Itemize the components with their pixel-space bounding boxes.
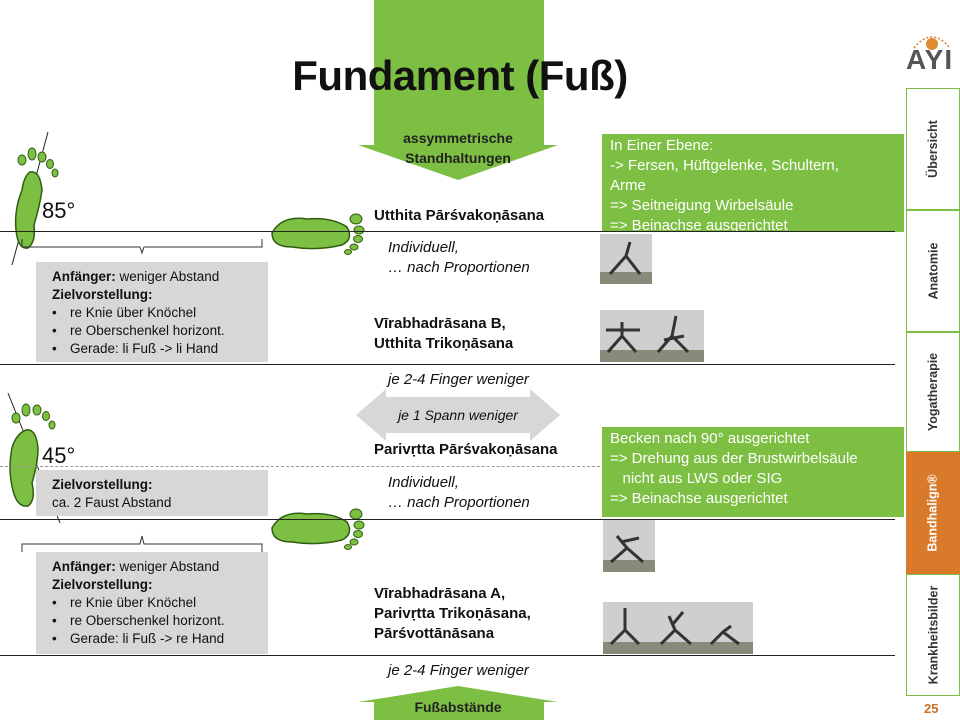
green-box1-line4: => Seitneigung Wirbelsäule (610, 197, 794, 214)
foot-right-icon-1 (271, 213, 365, 255)
section2-gray-box: Anfänger: weniger Abstand Zielvorstellun… (36, 552, 268, 654)
section2-individual-line1: Individuell, (388, 474, 459, 491)
bracket-1 (21, 239, 263, 255)
spann-note: je 1 Spann weniger (398, 407, 518, 423)
section1-anfaenger: Anfänger: weniger Abstand (52, 268, 258, 286)
section1-finger-note: je 2-4 Finger weniger (388, 371, 529, 388)
green-box1-line2: -> Fersen, Hüftgelenke, Schultern, (610, 157, 839, 174)
pose-virabhadrasana-a: Vīrabhadrāsana A, Parivṛtta Trikoṇāsana,… (374, 584, 531, 644)
tab-anatomie-label: Anatomie (926, 242, 941, 300)
green-box1-line3: Arme (610, 177, 646, 194)
section1-anfaenger-text: weniger Abstand (115, 269, 220, 284)
pose-b2-line1: Vīrabhadrāsana A, (374, 585, 506, 602)
section1-individual: Individuell, … nach Proportionen (388, 238, 530, 278)
tab-yogatherapie-label: Yogatherapie (926, 352, 941, 432)
section2-anfaenger-label: Anfänger: (52, 559, 116, 574)
logo-text: AYI (906, 44, 954, 75)
pose-utthita-parsvakonasana: Utthita Pārśvakoṇāsana (374, 207, 545, 224)
green-box2-line3: nicht aus LWS oder SIG (610, 470, 783, 487)
tab-bandhalign-label: Bandhalign® (926, 474, 941, 552)
foot-85-icon (11, 131, 59, 266)
pose-b1-line1: Vīrabhadrāsana B, (374, 315, 506, 332)
divider-line (0, 655, 895, 656)
list-item: re Knie über Knöchel (52, 304, 258, 322)
logo: AYI (900, 26, 960, 76)
list-item: re Oberschenkel horizont. (52, 322, 258, 340)
section2-ziel-box: Zielvorstellung: ca. 2 Faust Abstand (36, 470, 268, 516)
pose-photo-3 (603, 520, 655, 572)
section2-green-box: Becken nach 90° ausgerichtet => Drehung … (602, 427, 904, 517)
pose-parivrtta-parsvakonasana: Parivṛtta Pārśvakoṇāsana (374, 441, 558, 458)
section2-ziel-label2: Zielvorstellung: (52, 577, 153, 592)
section2-anfaenger-text: weniger Abstand (115, 559, 220, 574)
divider-line (0, 364, 895, 365)
section1-individual-line2: … nach Proportionen (388, 259, 530, 276)
tab-anatomie[interactable]: Anatomie (906, 210, 960, 332)
tab-bandhalign[interactable]: Bandhalign® (906, 452, 960, 574)
green-box2-line1: Becken nach 90° ausgerichtet (610, 430, 810, 447)
page-title: Fundament (Fuß) (292, 52, 628, 99)
logo-sun-icon (913, 36, 951, 50)
pose-b2-line2: Parivṛtta Trikoṇāsana, (374, 605, 531, 622)
tab-uebersicht-label: Übersicht (926, 120, 940, 178)
pose-photo-1 (600, 234, 652, 284)
pose-photo-2 (600, 310, 704, 362)
section1-ziel-label: Zielvorstellung: (52, 287, 153, 302)
section1-anfaenger-label: Anfänger: (52, 269, 116, 284)
angle-45-label: 45° (42, 443, 76, 468)
foot-45-icon (7, 392, 61, 524)
foot-right-icon-2 (271, 508, 365, 550)
pose-b2-line3: Pārśvottānāsana (374, 625, 495, 642)
section2-individual-line2: … nach Proportionen (388, 494, 530, 511)
section2-anfaenger: Anfänger: weniger Abstand (52, 558, 258, 576)
section1-bullet-list: re Knie über Knöchel re Oberschenkel hor… (52, 304, 258, 358)
section2-ziel-text: ca. 2 Faust Abstand (52, 495, 172, 510)
top-arrow-line1: assymmetrische (403, 130, 513, 146)
section1-individual-line1: Individuell, (388, 239, 459, 256)
tab-krankheitsbilder-label: Krankheitsbilder (926, 585, 941, 685)
page-number: 25 (924, 701, 939, 716)
pose-virabhadrasana-b: Vīrabhadrāsana B, Utthita Trikoṇāsana (374, 314, 513, 354)
tab-krankheitsbilder[interactable]: Krankheitsbilder (906, 574, 960, 696)
pose-photo-4 (603, 602, 753, 654)
top-arrow-label: assymmetrische Standhaltungen (372, 128, 544, 168)
angle-85-label: 85° (42, 198, 76, 223)
green-box2-line4: => Beinachse ausgerichtet (610, 490, 788, 507)
section1-green-box: In Einer Ebene: -> Fersen, Hüftgelenke, … (602, 134, 904, 234)
section1-gray-box: Anfänger: weniger Abstand Zielvorstellun… (36, 262, 268, 362)
list-item: re Oberschenkel horizont. (52, 612, 258, 630)
list-item: Gerade: li Fuß -> re Hand (52, 630, 258, 648)
spann-double-arrow (356, 389, 560, 441)
green-box1-line5: => Beinachse ausgerichtet (610, 217, 788, 234)
bottom-arrow-label: Fußabstände (414, 699, 502, 715)
top-arrow-line2: Standhaltungen (405, 150, 511, 166)
section2-finger-note: je 2-4 Finger weniger (388, 662, 529, 679)
top-arrow-shape (358, 0, 558, 180)
section2-individual: Individuell, … nach Proportionen (388, 473, 530, 513)
dashed-divider (0, 466, 600, 467)
section2-bullet-list: re Knie über Knöchel re Oberschenkel hor… (52, 594, 258, 648)
green-box2-line2: => Drehung aus der Brustwirbelsäule (610, 450, 858, 467)
divider-line (0, 519, 895, 520)
pose-b1-line2: Utthita Trikoṇāsana (374, 335, 514, 352)
tab-uebersicht[interactable]: Übersicht (906, 88, 960, 210)
divider-line (0, 231, 895, 232)
bottom-arrow-shape (358, 686, 558, 720)
section2-ziel-label: Zielvorstellung: (52, 477, 153, 492)
list-item: re Knie über Knöchel (52, 594, 258, 612)
tab-yogatherapie[interactable]: Yogatherapie (906, 332, 960, 452)
list-item: Gerade: li Fuß -> li Hand (52, 340, 258, 358)
green-box1-line1: In Einer Ebene: (610, 137, 714, 154)
bracket-2 (21, 535, 263, 552)
